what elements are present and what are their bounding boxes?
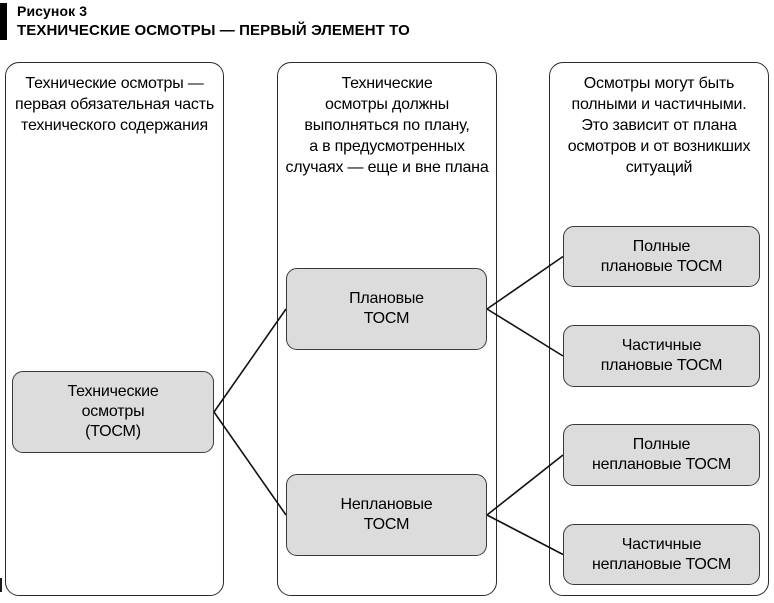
figure-title: ТЕХНИЧЕСКИЕ ОСМОТРЫ — ПЕРВЫЙ ЭЛЕМЕНТ ТО [17,22,410,39]
column-note-inspections: Технические осмотры — первая обязательна… [15,75,214,134]
node-technical-inspections: Технические осмотры (ТОСМ) [12,371,214,453]
header-accent-bar [0,3,7,40]
node-full-unplanned-tosm: Полные неплановые ТОСМ [563,424,760,486]
page-edge-mark [0,578,2,592]
figure-label: Рисунок 3 [17,3,88,19]
node-unplanned-tosm: Неплановые ТОСМ [286,474,487,556]
column-note-plan-rules: Технические осмотры должны выполняться п… [285,75,489,176]
node-planned-tosm: Плановые ТОСМ [286,268,487,350]
node-partial-unplanned-tosm: Частичные неплановые ТОСМ [563,524,760,585]
column-note-full-partial: Осмотры могут быть полными и частичными.… [567,75,751,176]
node-full-planned-tosm: Полные плановые ТОСМ [563,226,760,287]
node-partial-planned-tosm: Частичные плановые ТОСМ [563,325,760,387]
column-inspections-definition: Технические осмотры — первая обязательна… [5,62,224,596]
